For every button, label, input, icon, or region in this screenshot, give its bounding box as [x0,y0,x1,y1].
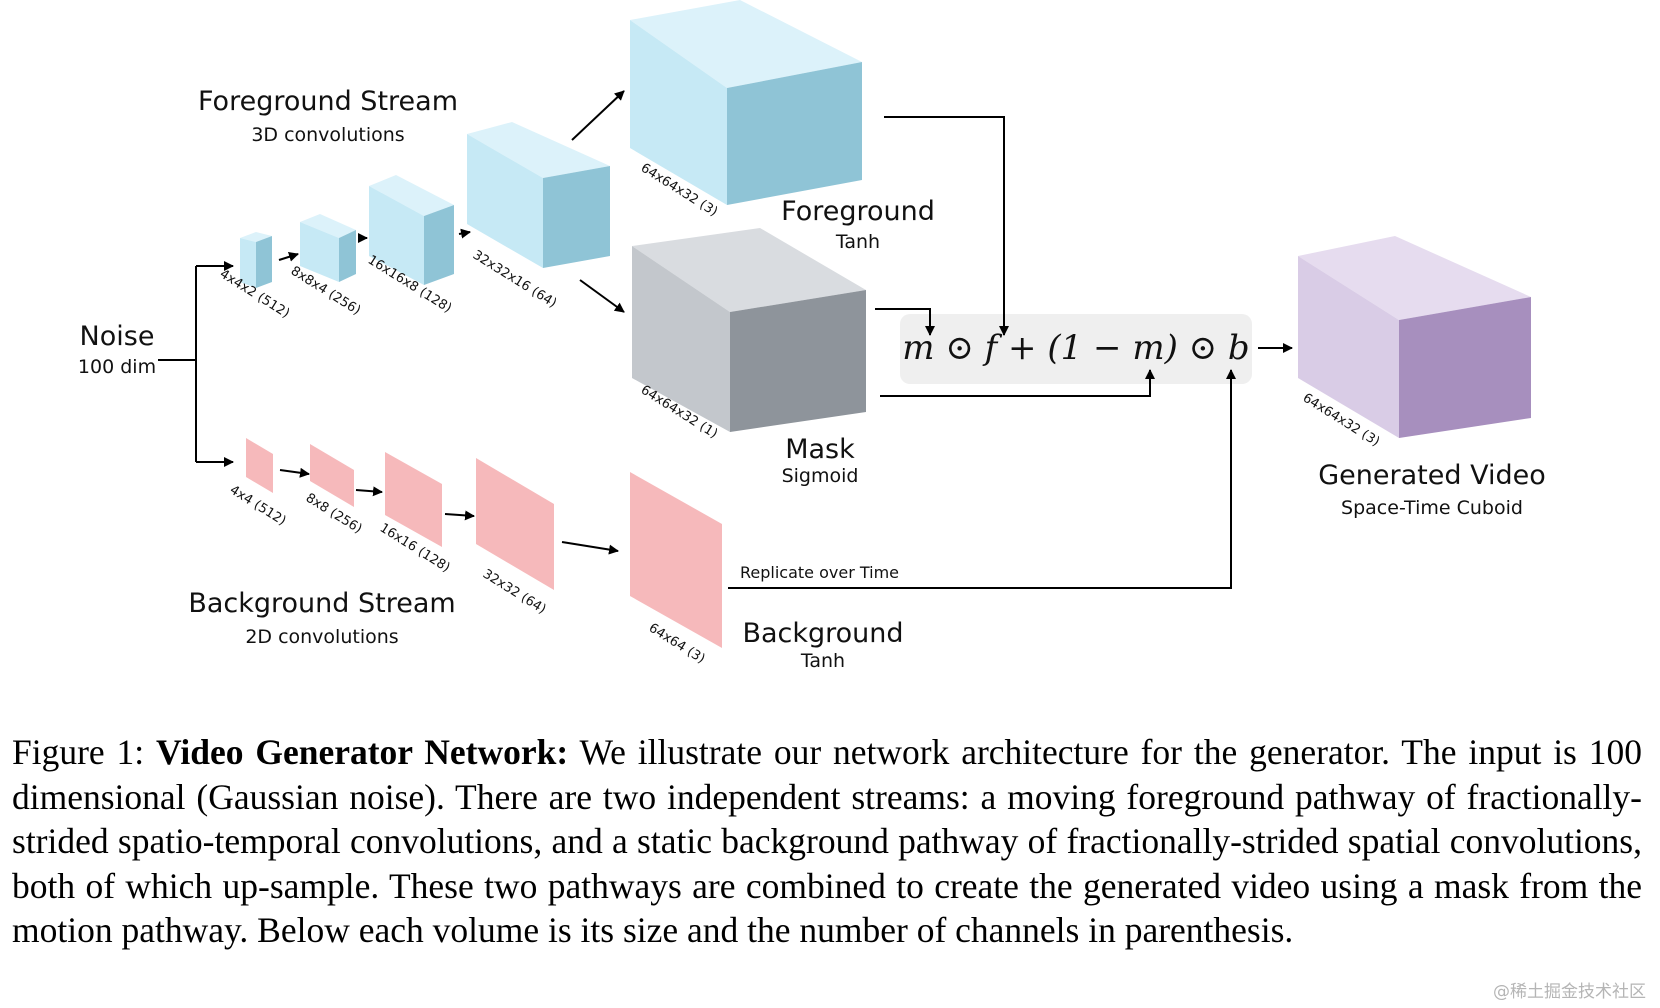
fg-volume-3-front [369,186,424,285]
noise-branch-lines [158,261,234,467]
bg-plane-4 [476,458,554,590]
generated-video-volume [1298,236,1531,438]
foreground-stream-title: Foreground Stream [198,86,458,117]
foreground-output-side [727,62,862,205]
formula-connectors [728,116,1293,589]
mask-output-front [632,246,730,432]
mask-output-subtitle: Sigmoid [782,465,859,487]
fg-volume-3-side [424,205,454,285]
figure-caption: Figure 1: Video Generator Network: We il… [12,730,1642,953]
fg-volume-2-front [300,222,339,282]
mask-output-side [730,290,866,432]
fg-volume-4-top [467,122,610,178]
caption-body: We illustrate our network architecture f… [12,732,1642,950]
mask-output-title: Mask [785,434,855,465]
noise-title: Noise [80,321,155,352]
fg-volume-1-front [240,238,256,288]
fg-volume-4-front [467,134,543,268]
foreground-output-top [630,0,862,88]
bg-plane-label-2: 8x8 (256) [303,491,365,537]
formula-text: m ⊙ f + (1 − m) ⊙ b [902,328,1249,368]
mask-output-volume [632,228,866,432]
bg-plane-1 [246,438,273,493]
generated-video-title: Generated Video [1318,460,1545,491]
foreground-output-front [630,20,727,205]
background-stream-subtitle: 2D convolutions [245,626,398,648]
generator-architecture-diagram: Noise 100 dim Foreground Stream 3D convo… [78,0,1546,672]
fg-volume-4 [467,122,610,268]
replicate-over-time-label: Replicate over Time [740,563,899,582]
watermark: @稀土掘金技术社区 [1493,982,1646,1002]
generated-video-subtitle: Space-Time Cuboid [1341,497,1523,519]
fg-volume-1-top [240,232,272,242]
fg-volume-4-side [543,166,610,268]
caption-prefix: Figure 1: [12,732,157,772]
background-output-subtitle: Tanh [800,650,845,672]
bg-planes [246,438,722,648]
mask-output-top [632,228,866,312]
generated-video-top [1298,236,1531,320]
foreground-output-title: Foreground [781,196,935,227]
generated-video-side [1399,297,1531,438]
fg-volume-1 [240,232,272,288]
noise-subtitle: 100 dim [78,356,156,378]
formula-box [900,314,1252,384]
background-output-title: Background [742,618,903,649]
background-stream-title: Background Stream [188,588,455,619]
fg-stream-arrows [278,90,625,313]
foreground-output-volume [630,0,862,205]
fg-volume-2-side [339,230,356,282]
bg-plane-label-1: 4x4 (512) [227,483,289,529]
fg-volume-1-side [256,236,272,288]
fg-volume-2-top [300,214,356,238]
foreground-stream-subtitle: 3D convolutions [251,124,404,146]
foreground-output-subtitle: Tanh [835,231,880,253]
caption-bold-title: Video Generator Network: [156,732,569,772]
fg-volume-3 [369,175,454,285]
bg-plane-5 [630,472,722,648]
generated-video-front [1298,256,1399,438]
bg-plane-2 [310,444,354,507]
fg-volume-3-top [369,175,454,216]
bg-plane-3 [385,452,442,547]
bg-stream-arrows [279,467,619,555]
fg-volume-2 [300,214,356,282]
